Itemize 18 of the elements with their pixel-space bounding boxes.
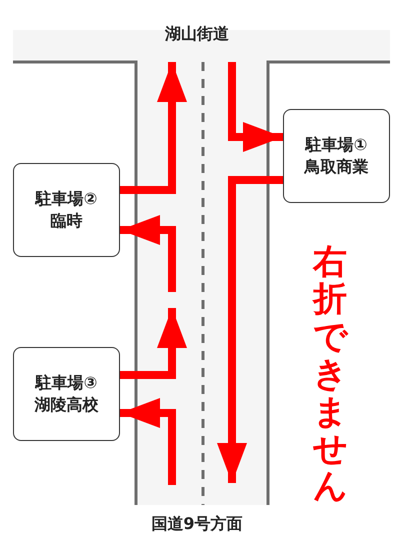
arrow (120, 398, 176, 485)
arrow (217, 176, 283, 483)
parking-box (283, 109, 390, 203)
warning-text: 右折できません (313, 244, 347, 506)
arrow (120, 308, 187, 379)
road-name: 国道9号方面 (151, 514, 243, 535)
parking-label: 臨時 (50, 211, 82, 231)
parking-label: 駐車場① (306, 135, 368, 155)
parking-label: 駐車場③ (36, 373, 98, 393)
road-name: 湖山街道 (165, 24, 229, 45)
parking-label: 湖陵高校 (34, 395, 98, 415)
arrow (120, 215, 176, 292)
parking-label: 鳥取商業 (304, 157, 368, 177)
arrow (120, 62, 187, 194)
arrow (228, 62, 283, 152)
parking-box (13, 163, 120, 257)
parking-label: 駐車場② (36, 189, 98, 209)
parking-box (13, 347, 120, 441)
